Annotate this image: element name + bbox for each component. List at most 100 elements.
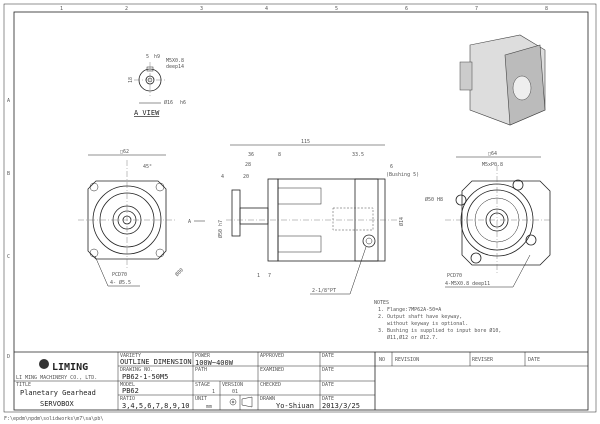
drawn-date: 2013/3/25	[322, 402, 360, 410]
ratio: 3,4,5,6,7,8,9,10	[122, 402, 189, 410]
note-line: 2. Output shaft have keyway,	[378, 314, 462, 320]
label: DATE	[322, 367, 334, 373]
dim: M5xP0.8	[482, 162, 503, 168]
power: 100W~400W	[195, 359, 234, 367]
dim: □62	[120, 149, 129, 155]
dim: 36	[248, 152, 254, 158]
note-line: Ø11,Ø12 or Ø12.7.	[378, 334, 438, 341]
dim: Ø50 h7	[217, 220, 224, 238]
note-line: 3. Bushing is supplied to input bore Ø10…	[378, 327, 501, 334]
label: PATH	[195, 367, 207, 373]
a-view: 5 h9 18 M5X0.8 deep14 Ø16 h6 A VIEW	[128, 54, 186, 117]
label: TITLE	[16, 382, 31, 388]
model: PB62	[122, 387, 139, 395]
label: DATE	[322, 382, 334, 388]
row-labels: A B C D	[7, 98, 10, 360]
col-label: 6	[405, 6, 408, 12]
col-label: 3	[200, 6, 203, 12]
notes-title: NOTES	[374, 300, 389, 306]
dim: h9	[154, 54, 160, 60]
label: DRAWING NO.	[120, 367, 153, 373]
dim: 18	[128, 77, 134, 83]
col-label: 1	[60, 6, 63, 12]
thread-depth: deep14	[166, 64, 184, 70]
front-view: □62 45° A PCD70 4- Ø5.5 Ø80	[78, 149, 205, 287]
notes: NOTES 1. Flange:7MP62A-50=A 2. Output sh…	[374, 300, 501, 341]
note-line: without keyway is optional.	[378, 321, 468, 327]
stage: 1	[212, 389, 215, 395]
dim: 4-M5X0.8 deep11	[445, 281, 490, 287]
dim: Ø50 H8	[425, 196, 443, 203]
col-label: 2	[125, 6, 128, 12]
row-label: C	[7, 254, 10, 260]
thread-label: M5X0.8	[166, 58, 184, 64]
rear-view: □64 M5xP0.8 Ø50 H8 PCD70 4-M5X0.8 deep11	[425, 151, 551, 288]
logo-text: LIMING	[52, 362, 88, 373]
drawing-no: PB62-1-50M5	[122, 373, 168, 381]
col-label: 8	[545, 6, 548, 12]
dim: 5	[146, 54, 149, 60]
dim: 33.5	[352, 152, 364, 158]
drawn-by: Yo-Shiuan	[276, 402, 314, 410]
title-block: LIMING LI MING MACHINERY CO., LTD. TITLE…	[14, 351, 588, 410]
dim: 28	[245, 162, 251, 168]
label: APPROVED	[260, 353, 284, 359]
version: 01	[232, 389, 238, 395]
row-label: D	[7, 354, 10, 360]
dim: PCD70	[447, 273, 462, 279]
side-view: 115 36 8 28 4 20 33.5 6 (Bushing 5) Ø50 …	[217, 139, 419, 295]
inner-frame	[13, 11, 589, 411]
projection-symbol	[229, 396, 253, 408]
dim: 45°	[143, 164, 152, 170]
label: DATE	[322, 353, 334, 359]
dim: 7	[268, 273, 271, 279]
label: MODEL	[120, 382, 135, 388]
col-label: 7	[475, 6, 478, 12]
label: STAGE	[195, 382, 210, 388]
row-label: B	[7, 171, 10, 177]
dim: Ø80	[174, 267, 185, 278]
label: NO	[379, 357, 385, 363]
file-path: F:\epdm\npdm\solidworks\m7\sa\pb\	[4, 416, 103, 422]
label: EXAMINED	[260, 367, 284, 373]
label: REVISER	[472, 357, 494, 363]
port-label: 2-1/8"PT	[312, 288, 336, 294]
company: LI MING MACHINERY CO., LTD.	[16, 375, 97, 381]
title: Planetary Gearhead	[20, 389, 96, 397]
col-label: 4	[265, 6, 268, 12]
dim: 4- Ø5.5	[110, 279, 131, 286]
view-arrow: A	[188, 219, 191, 225]
dim: PCD70	[112, 272, 127, 278]
dim: 20	[243, 174, 249, 180]
column-labels: 1 2 3 4 5 6 7 8	[60, 6, 548, 12]
row-label: A	[7, 98, 10, 104]
dim: (Bushing 5)	[386, 172, 419, 178]
dim: Ø16	[164, 99, 173, 106]
dim: h6	[180, 100, 186, 106]
dim: Ø14	[398, 217, 405, 226]
label: DRAWN	[260, 396, 275, 402]
label: DATE	[322, 396, 334, 402]
dim: 6	[390, 164, 393, 170]
dim: 1	[257, 273, 260, 279]
label: UNIT	[195, 396, 207, 402]
dim: 4	[221, 174, 224, 180]
label: REVISION	[395, 357, 419, 363]
isometric-view	[459, 34, 546, 126]
outer-frame	[3, 3, 597, 413]
label: CHECKED	[260, 382, 281, 388]
label: RATIO	[120, 396, 135, 402]
dim: 115	[301, 139, 310, 145]
liming-logo: LIMING	[39, 359, 88, 373]
unit: mm	[206, 404, 212, 410]
label: VARIETY	[120, 353, 141, 359]
note-line: 1. Flange:7MP62A-50=A	[378, 307, 441, 313]
col-label: 5	[335, 6, 338, 12]
dim: 8	[278, 152, 281, 158]
variety: OUTLINE DIMENSION	[120, 358, 192, 366]
label: POWER	[195, 353, 211, 359]
label: VERSION	[222, 382, 243, 388]
title: SERVOBOX	[40, 400, 75, 408]
dim: □64	[488, 151, 497, 157]
